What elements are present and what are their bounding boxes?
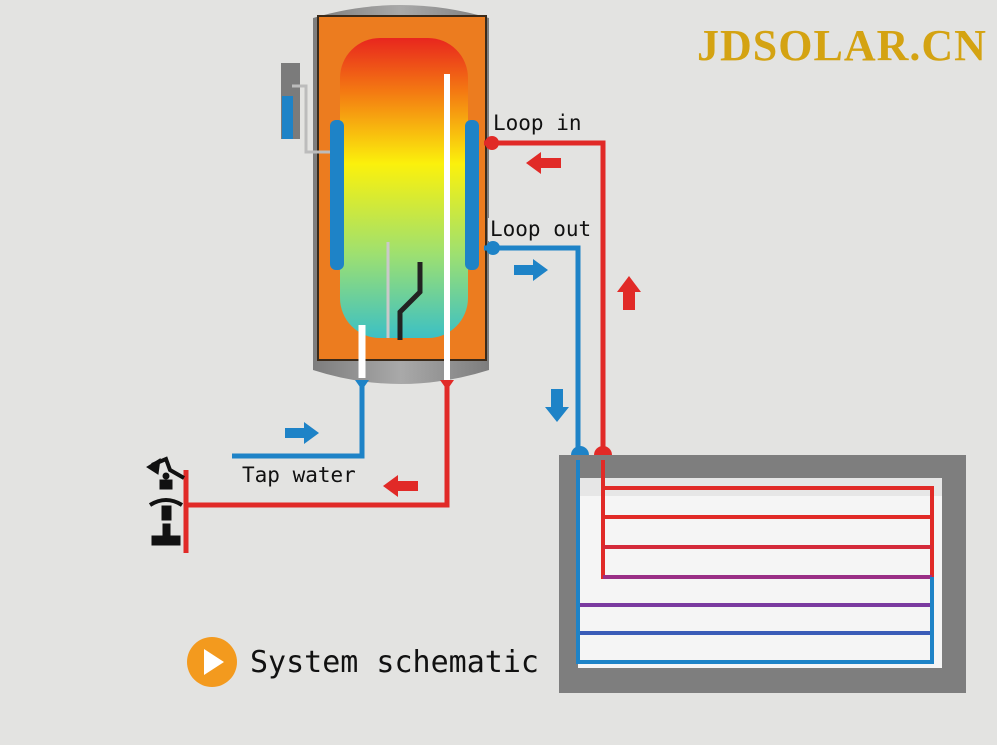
right-arrow-icon	[285, 422, 319, 444]
right-arrow-icon	[514, 259, 548, 281]
left-arrow-icon	[383, 475, 418, 497]
down-arrow-icon	[545, 389, 569, 422]
loop-out-label: Loop out	[488, 217, 594, 242]
heat-exchanger-coil-right	[465, 120, 479, 270]
diagram-title: System schematic	[250, 645, 539, 680]
heat-exchanger-coil-left	[330, 120, 344, 270]
storage-tank	[281, 5, 489, 384]
loop-in-pipe	[484, 136, 612, 464]
electric-heater	[397, 262, 423, 340]
tap-water-inlet-pipe	[232, 380, 369, 459]
left-arrow-icon	[526, 152, 561, 174]
hot-water-outlet-pipe	[183, 380, 454, 553]
faucet-icon	[146, 456, 185, 546]
up-arrow-icon	[617, 276, 641, 310]
brand-watermark: JDSOLAR.CN	[697, 21, 987, 70]
loop-in-label: Loop in	[491, 111, 584, 136]
play-icon[interactable]	[187, 637, 237, 687]
solar-collector	[559, 455, 966, 693]
level-gauge	[282, 96, 293, 139]
tap-water-label: Tap water	[240, 463, 358, 488]
